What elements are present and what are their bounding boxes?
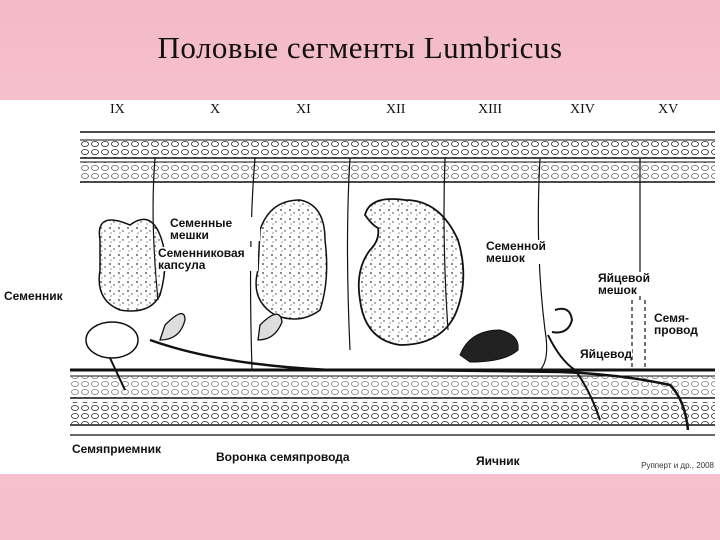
label-egg-sac: Яйцевой мешок [598,272,664,296]
seminal-vesicle-right [255,199,328,320]
label-seminal-sac: Семенной мешок [486,240,556,264]
sperm-funnel-2 [257,313,283,341]
spermatheca-shape [85,321,139,359]
segment-xiv: XIV [570,102,595,117]
earthworm-diagram [70,131,715,436]
segment-ix: IX [110,102,125,117]
dorsal-body-wall [80,131,715,183]
seminal-vesicle-left [98,218,166,312]
label-seminal-vesicles: Семенные мешки [170,217,260,241]
anatomy-figure: IX X XI XII XIII XIV XV Семенные мешки С… [0,100,720,474]
segment-xv: XV [658,102,679,117]
label-testis: Семенник [4,289,63,303]
ventral-body-wall [70,368,715,436]
label-seminal-capsule: Семенниковая капсула [158,247,258,271]
sperm-duct-line [149,338,690,431]
seminal-sac-shape [357,198,465,346]
segment-x: X [210,102,221,117]
segment-xi: XI [296,102,311,117]
figure-credit: Рупперт и др., 2008 [641,461,714,470]
label-ovary: Яичник [476,454,520,468]
label-sperm-funnel: Воронка семяпровода [216,450,350,464]
ovary-shape [459,329,519,363]
label-sperm-duct: Семя-провод [654,312,702,336]
slide-title: Половые сегменты Lumbricus [157,30,563,65]
segment-xii: XII [386,102,406,117]
segment-xiii: XIII [478,102,503,117]
sperm-funnel-1 [159,313,186,341]
label-oviduct: Яйцевод [580,347,633,361]
label-spermatheca: Семяприемник [72,442,162,456]
